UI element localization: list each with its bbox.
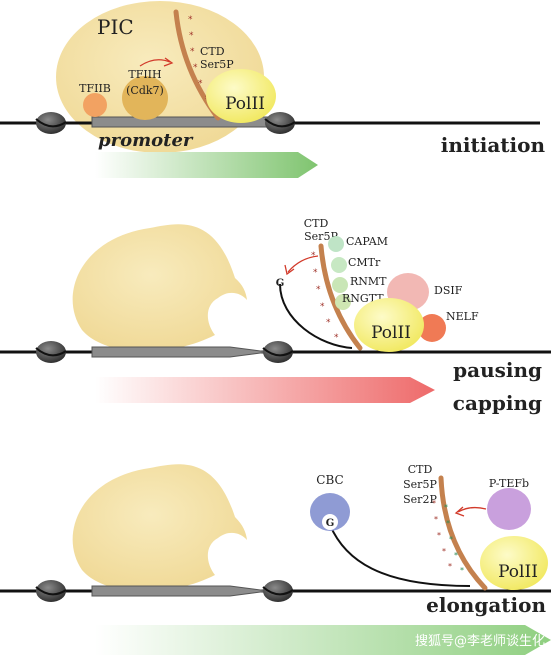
svg-text:*: * xyxy=(460,566,464,575)
svg-text:*: * xyxy=(320,302,325,312)
ctd-label: CTD xyxy=(408,463,433,476)
ptefb-complex xyxy=(487,488,531,530)
promoter-region xyxy=(91,346,269,358)
tfiib-label: TFIIB xyxy=(79,82,111,95)
pic-label: PIC xyxy=(97,15,134,39)
svg-text:*: * xyxy=(454,551,458,560)
nascent-rna xyxy=(279,283,353,349)
svg-text:*: * xyxy=(444,503,448,512)
nascent-rna xyxy=(329,524,471,587)
nelf-label: NELF xyxy=(446,310,479,323)
phosphorylation-arrow xyxy=(139,59,171,67)
capping-stage-label: capping xyxy=(453,391,542,415)
polii-label: PolII xyxy=(225,94,265,114)
nucleosome xyxy=(264,112,296,134)
tfiih-kinase-label: (Cdk7) xyxy=(126,84,164,97)
capping-arrowhead xyxy=(284,264,295,276)
svg-text:*: * xyxy=(449,535,453,544)
polii-enzyme xyxy=(480,536,548,590)
panel-initiation: PIC TFIIB TFIIH (Cdk7) *** *** CTD Ser5 xyxy=(0,1,545,178)
watermark-text: 搜狐号@李老师谈生化 xyxy=(415,634,545,649)
ptefb-label: P-TEFb xyxy=(489,477,529,490)
svg-text:*: * xyxy=(437,531,441,540)
pausing-arrow xyxy=(95,377,435,403)
g-cap-label: G xyxy=(326,518,335,529)
svg-text:*: * xyxy=(446,519,450,528)
phosphorylation-arrowhead xyxy=(454,506,465,517)
ctd-tail xyxy=(318,243,363,351)
svg-text:*: * xyxy=(313,268,318,278)
svg-text:*: * xyxy=(189,31,194,41)
dsif-label: DSIF xyxy=(434,284,463,297)
svg-text:*: * xyxy=(432,499,436,508)
svg-text:*: * xyxy=(434,515,438,524)
nucleosome xyxy=(262,580,294,602)
elongation-stage-label: elongation xyxy=(426,593,546,617)
svg-text:*: * xyxy=(188,15,193,25)
tfiib-factor xyxy=(83,93,107,117)
tfiih-factor xyxy=(122,76,168,120)
phosphorylation-arrowhead xyxy=(163,57,174,67)
svg-text:*: * xyxy=(442,547,446,556)
tfiih-label: TFIIH xyxy=(128,68,161,81)
polii-label: PolII xyxy=(371,323,411,343)
cmtr-enzyme xyxy=(331,257,347,273)
svg-text:*: * xyxy=(316,285,321,295)
polii-enzyme xyxy=(206,69,276,123)
cbc-label: CBC xyxy=(316,473,343,487)
panel-pausing: G *** *** CTD Ser5P CAPAM CMTr RNMT RNGT… xyxy=(0,217,551,415)
rnmt-enzyme xyxy=(332,277,348,293)
ser5p-marks: *** ** xyxy=(432,499,452,571)
pausing-stage-label: pausing xyxy=(453,358,542,382)
pic-complex xyxy=(72,464,248,592)
phosphorylation-arrow xyxy=(457,506,487,513)
capam-enzyme xyxy=(328,236,344,252)
ctd-label: CTD xyxy=(304,217,329,230)
ser5p-marks: *** *** xyxy=(311,251,339,343)
cbc-complex xyxy=(310,493,350,531)
svg-text:*: * xyxy=(334,333,339,343)
polii-label: PolII xyxy=(498,562,538,582)
nelf-factor xyxy=(418,314,446,342)
ser5p-label: Ser5P xyxy=(403,478,437,491)
ctd-label: CTD xyxy=(200,45,225,58)
nucleosome xyxy=(35,112,67,134)
capam-label: CAPAM xyxy=(346,235,388,248)
svg-text:*: * xyxy=(448,562,452,571)
nucleosome xyxy=(35,341,67,363)
nucleosome xyxy=(35,580,67,602)
ser5p-label: Ser5P xyxy=(200,58,234,71)
svg-text:*: * xyxy=(198,79,203,89)
initiation-stage-label: initiation xyxy=(441,133,546,157)
polii-enzyme xyxy=(354,298,424,352)
ser2p-label: Ser2P xyxy=(403,493,437,506)
pic-complex xyxy=(56,1,264,153)
capping-arrow xyxy=(287,255,319,273)
rngtt-enzyme xyxy=(335,294,351,310)
rnmt-label: RNMT xyxy=(350,275,387,288)
nucleosome xyxy=(262,341,294,363)
ser2p-marks: *** ** xyxy=(444,503,464,575)
ctd-tail xyxy=(438,475,488,591)
promoter-label: promoter xyxy=(98,130,194,151)
g-cap-label: G xyxy=(276,278,285,289)
svg-text:*: * xyxy=(311,251,316,261)
initiation-arrow xyxy=(95,152,318,178)
svg-text:*: * xyxy=(193,63,198,73)
g-cap xyxy=(322,514,338,530)
pic-complex xyxy=(72,224,248,352)
panel-elongation: CBC G *** ** *** ** CTD Ser5P Ser2P P-TE… xyxy=(0,463,551,655)
cmtr-label: CMTr xyxy=(348,256,381,269)
elongation-arrow xyxy=(95,625,551,655)
promoter-region xyxy=(91,585,269,597)
svg-text:*: * xyxy=(190,47,195,57)
svg-text:*: * xyxy=(326,318,331,328)
